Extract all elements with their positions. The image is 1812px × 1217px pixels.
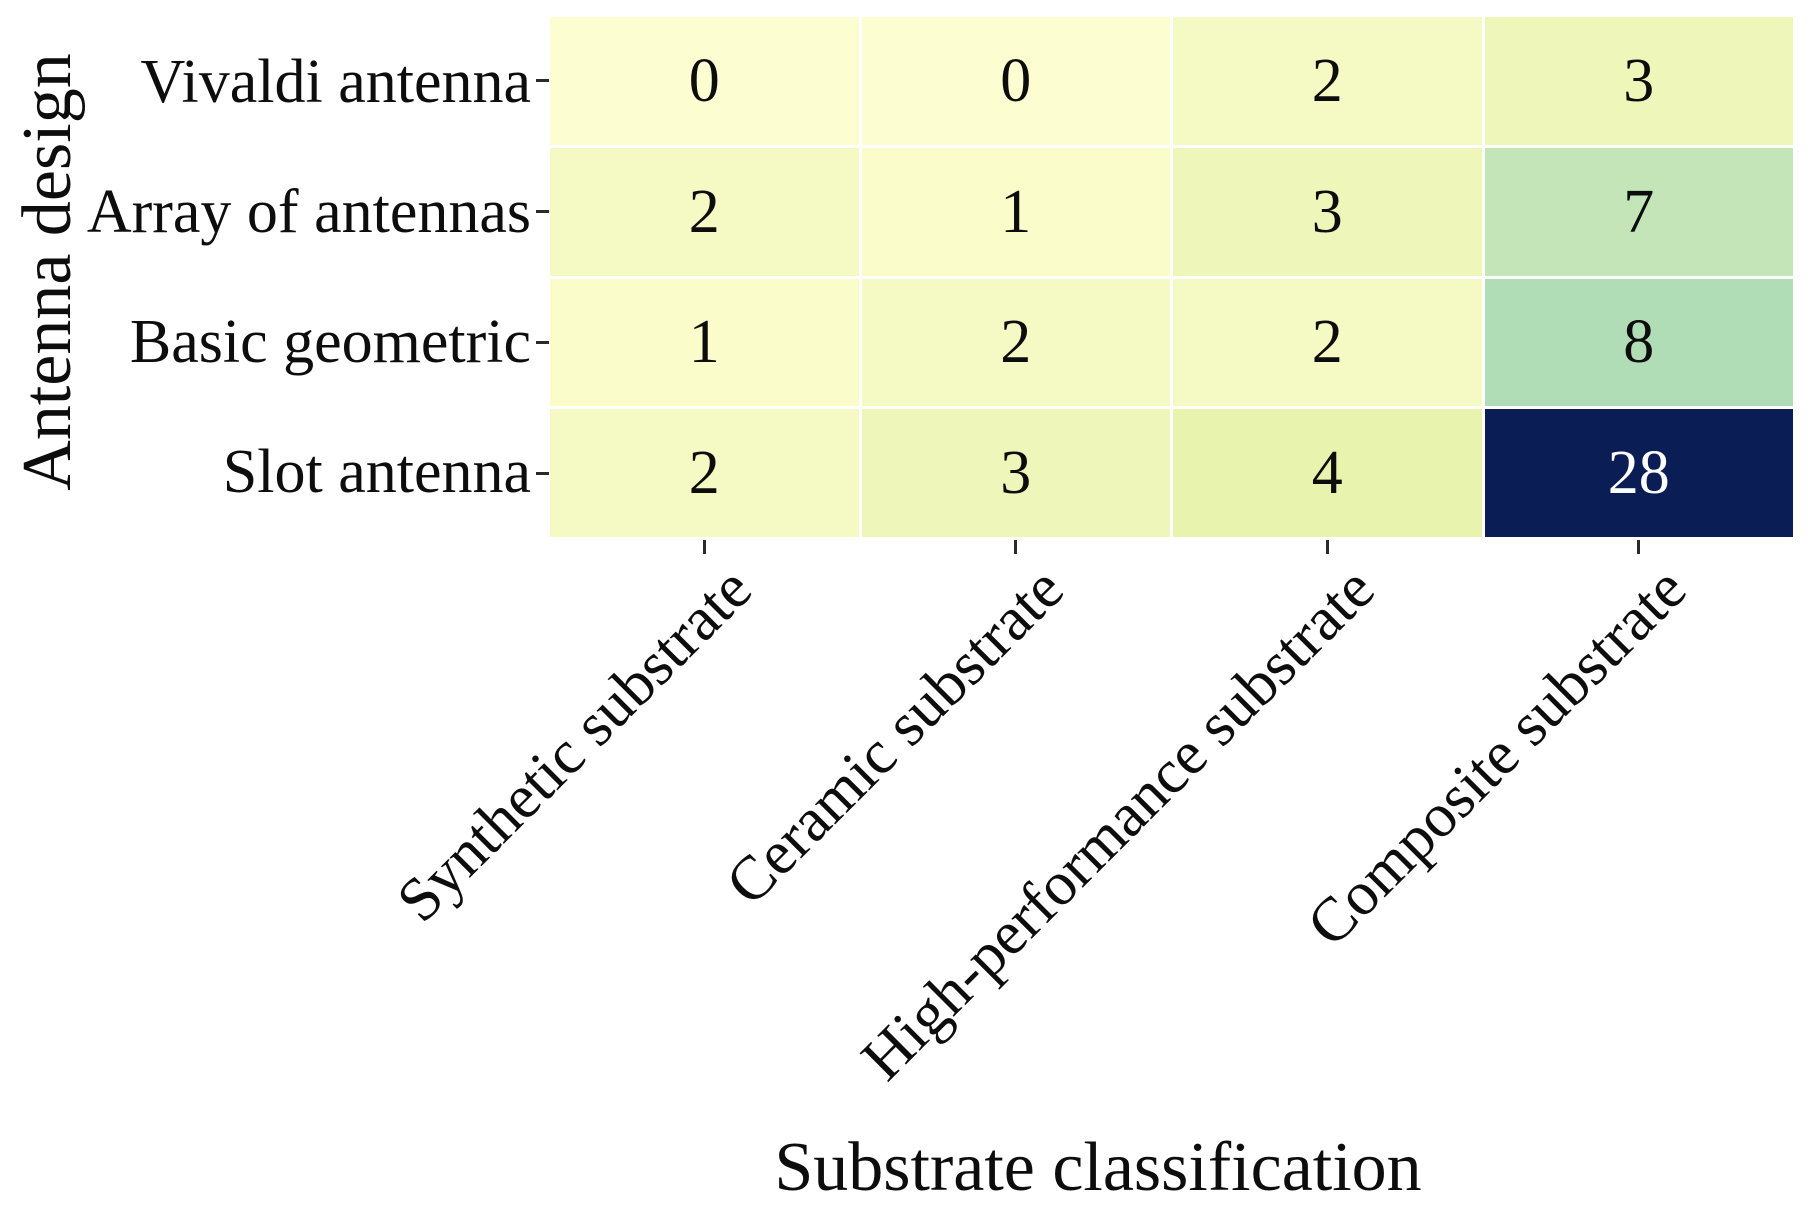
x-tick-mark [1325, 540, 1329, 554]
heatmap-cell: 2 [861, 278, 1170, 407]
heatmap-cell: 2 [1173, 278, 1482, 407]
heatmap-cell: 1 [550, 278, 859, 407]
heatmap-cell: 2 [550, 409, 859, 537]
y-tick-mark [536, 210, 549, 214]
heatmap-cell: 0 [550, 17, 859, 145]
y-tick-label: Basic geometric [129, 307, 531, 376]
y-tick-label: Vivaldi antenna [140, 47, 531, 116]
x-tick-mark [702, 540, 706, 554]
x-tick-label: High-performance substrate [849, 554, 1388, 1094]
x-tick-label: Ceramic substrate [713, 554, 1077, 918]
heatmap-cell: 1 [861, 147, 1170, 276]
y-tick-mark [536, 340, 549, 344]
x-tick-mark [1014, 540, 1018, 554]
heatmap-cell: 0 [861, 17, 1170, 145]
x-axis-title: Substrate classification [774, 1129, 1422, 1206]
y-tick-mark [536, 79, 549, 83]
y-tick-label: Slot antenna [222, 437, 531, 506]
x-tick-label: Synthetic substrate [384, 554, 765, 936]
y-tick-mark [536, 471, 549, 475]
heatmap-cell: 2 [1173, 17, 1482, 145]
heatmap-cell: 3 [1484, 17, 1793, 145]
heatmap-cell: 8 [1484, 278, 1793, 407]
heatmap-cell: 3 [861, 409, 1170, 537]
heatmap-cell: 4 [1173, 409, 1482, 537]
y-tick-label: Array of antennas [86, 177, 531, 246]
heatmap-cell: 7 [1484, 147, 1793, 276]
x-tick-mark [1637, 540, 1641, 554]
heatmap-cell: 28 [1484, 409, 1793, 537]
heatmap-cell: 2 [550, 147, 859, 276]
heatmap-cell: 3 [1173, 147, 1482, 276]
